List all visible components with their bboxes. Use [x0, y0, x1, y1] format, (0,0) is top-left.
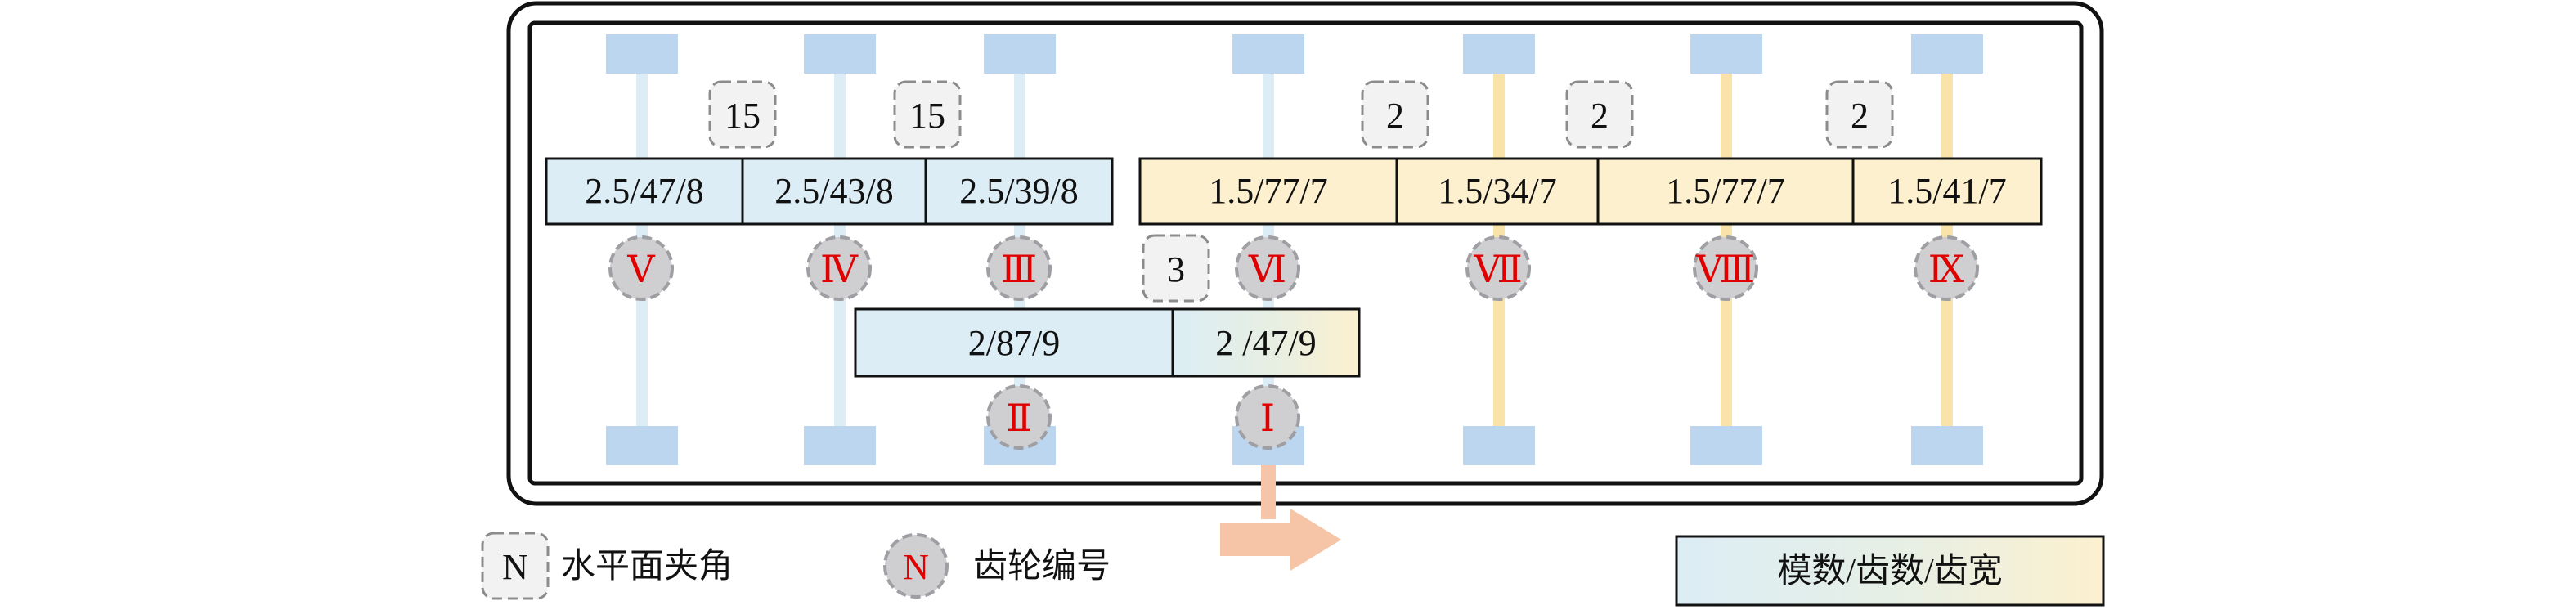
angle-box: 2 — [1825, 80, 1894, 149]
legend-angle-text: 水平面夹角 — [561, 548, 733, 585]
legend-params-text: 模数/齿数/齿宽 — [1777, 552, 2002, 590]
gear-markers: Ⅴ Ⅳ Ⅲ Ⅵ Ⅶ Ⅷ Ⅸ Ⅱ — [608, 235, 1979, 450]
gear-pair-box — [1138, 157, 1398, 226]
angle-box: 15 — [893, 80, 962, 149]
gear-pair-label: 1.5/77/7 — [1666, 171, 1784, 211]
svg-text:Ⅲ: Ⅲ — [1001, 249, 1037, 290]
gear-pair-box — [741, 157, 927, 226]
gear-marker: Ⅱ — [986, 384, 1052, 450]
legend: N 水平面夹角 N 齿轮编号 模数/齿数/齿宽 — [481, 532, 2105, 607]
gear-pair-box — [1851, 157, 2043, 226]
legend-gear: N 齿轮编号 — [883, 533, 1111, 599]
svg-text:Ⅵ: Ⅵ — [1248, 249, 1286, 290]
bearing — [606, 34, 678, 74]
legend-angle: N 水平面夹角 — [481, 532, 733, 600]
bearing — [804, 34, 876, 74]
bearing — [1911, 34, 1983, 74]
gear-pair-label: 2.5/43/8 — [774, 171, 893, 211]
gear-pair-label: 1.5/34/7 — [1438, 171, 1556, 211]
bearing — [606, 426, 678, 465]
gear-pair-box — [1395, 157, 1600, 226]
gear-pair-label: 2 /47/9 — [1215, 323, 1316, 363]
gear-marker: Ⅵ — [1235, 235, 1300, 301]
gear-pair-box — [854, 307, 1174, 378]
svg-text:Ⅳ: Ⅳ — [820, 249, 859, 290]
bearing — [984, 34, 1056, 74]
gear-pair-row-bottom: 2/87/9 2 /47/9 — [854, 307, 1361, 378]
angle-box: 2 — [1361, 80, 1429, 149]
gear-marker: Ⅲ — [986, 235, 1052, 301]
frame-inner — [527, 20, 2084, 486]
gear-pair-box — [1596, 157, 1855, 226]
gear-marker: Ⅶ — [1465, 235, 1531, 301]
bearing — [1690, 426, 1762, 465]
svg-text:3: 3 — [1167, 249, 1185, 289]
bearing — [804, 426, 876, 465]
legend-gear-symbol: N — [903, 547, 929, 587]
gear-pair-label: 2.5/47/8 — [585, 171, 703, 211]
gear-pair-label: 2.5/39/8 — [959, 171, 1078, 211]
legend-angle-symbol: N — [502, 547, 528, 587]
svg-text:2: 2 — [1591, 96, 1609, 136]
svg-text:2: 2 — [1851, 96, 1869, 136]
gear-marker: Ⅰ — [1235, 384, 1300, 450]
svg-text:Ⅱ: Ⅱ — [1006, 397, 1031, 439]
svg-text:15: 15 — [725, 96, 761, 136]
gear-marker: Ⅳ — [806, 235, 872, 301]
gear-marker: Ⅸ — [1914, 235, 1979, 301]
svg-text:2: 2 — [1386, 96, 1404, 136]
angle-box: 3 — [1142, 234, 1210, 303]
svg-text:Ⅰ: Ⅰ — [1260, 397, 1275, 439]
gear-pair-label: 1.5/41/7 — [1887, 171, 2006, 211]
bearing — [1232, 34, 1304, 74]
gear-pair-row-top-left: 2.5/47/8 2.5/43/8 2.5/39/8 — [545, 157, 1114, 226]
gear-pair-box — [1171, 307, 1361, 378]
bearing — [1463, 34, 1535, 74]
gear-pair-label: 1.5/77/7 — [1209, 171, 1327, 211]
angle-labels: 15 15 2 2 2 3 — [708, 80, 1894, 303]
gear-marker: Ⅷ — [1693, 235, 1758, 301]
svg-text:15: 15 — [909, 96, 945, 136]
frame-outer — [506, 1, 2104, 506]
output-arrow — [1220, 454, 1341, 571]
angle-box: 2 — [1565, 80, 1634, 149]
svg-text:Ⅴ: Ⅴ — [626, 249, 655, 290]
gear-pair-box — [924, 157, 1114, 226]
bearing — [1911, 426, 1983, 465]
svg-text:Ⅶ: Ⅶ — [1473, 249, 1522, 290]
gear-pair-label: 2/87/9 — [968, 323, 1060, 363]
bearing — [1690, 34, 1762, 74]
legend-params: 模数/齿数/齿宽 — [1675, 535, 2105, 607]
svg-text:Ⅸ: Ⅸ — [1928, 249, 1965, 290]
angle-box: 15 — [708, 80, 777, 149]
gear-marker: Ⅴ — [608, 235, 674, 301]
svg-text:Ⅷ: Ⅷ — [1695, 249, 1755, 290]
gear-pair-row-top-right: 1.5/77/7 1.5/34/7 1.5/77/7 1.5/41/7 — [1138, 157, 2043, 226]
legend-gear-text: 齿轮编号 — [973, 548, 1111, 585]
bearing — [1463, 426, 1535, 465]
